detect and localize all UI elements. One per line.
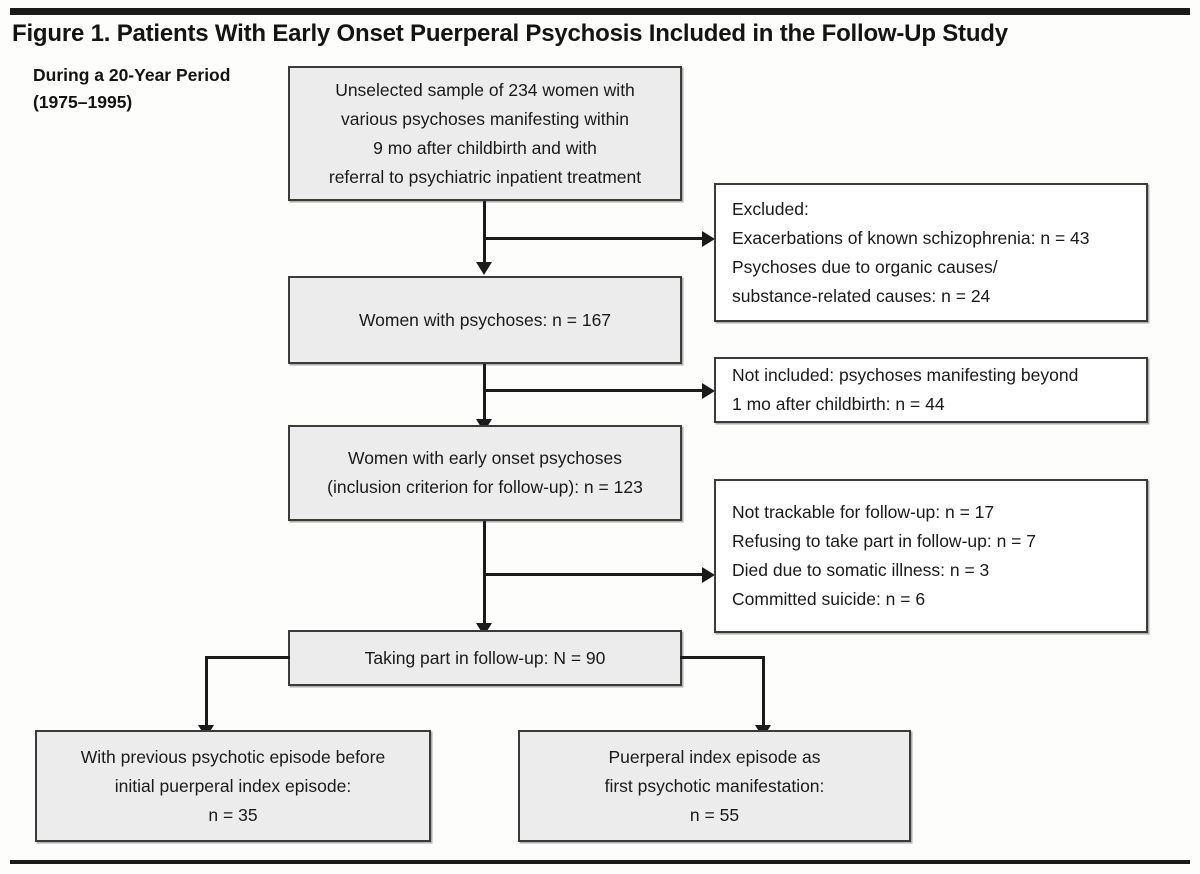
node-sample: Unselected sample of 234 women with vari…: [288, 66, 682, 201]
node-excluded-text: Excluded: Exacerbations of known schizop…: [716, 195, 1090, 311]
connector-sample-to-psychoses: [483, 201, 486, 265]
period-caption-line-2: (1975–1995): [33, 92, 133, 112]
split-right-vertical: [762, 656, 765, 730]
node-excluded-line-1: Excluded:: [732, 198, 809, 219]
node-excluded-line-2: Exacerbations of known schizophrenia: n …: [732, 227, 1090, 248]
node-sample-line-4: referral to psychiatric inpatient treatm…: [328, 166, 642, 187]
arrow-to-lost-to-follow-up: [702, 567, 715, 583]
node-early-onset: Women with early onset psychoses (inclus…: [288, 425, 682, 521]
node-not-included: Not included: psychoses manifesting beyo…: [714, 357, 1148, 423]
node-first-manifestation-text: Puerperal index episode as first psychot…: [597, 743, 833, 830]
node-first-manifestation-line-1: Puerperal index episode as: [608, 746, 821, 767]
node-early-onset-text: Women with early onset psychoses (inclus…: [319, 444, 651, 502]
branch-to-not-included: [483, 389, 705, 392]
node-first-manifestation-line-3: n = 55: [689, 804, 740, 825]
node-excluded-line-3: Psychoses due to organic causes/: [732, 256, 998, 277]
node-excluded-line-4: substance-related causes: n = 24: [732, 285, 991, 306]
node-lost-line-3: Died due to somatic illness: n = 3: [732, 560, 990, 580]
node-previous-episode-text: With previous psychotic episode before i…: [73, 743, 393, 830]
split-left-horizontal: [205, 656, 290, 659]
node-follow-up: Taking part in follow-up: N = 90: [288, 630, 682, 686]
connector-psychoses-to-early-onset: [483, 364, 486, 422]
node-lost-line-4: Committed suicide: n = 6: [732, 589, 926, 609]
node-psychoses-text: Women with psychoses: n = 167: [351, 306, 619, 335]
node-excluded: Excluded: Exacerbations of known schizop…: [714, 183, 1148, 322]
node-previous-episode: With previous psychotic episode before i…: [35, 730, 431, 842]
node-follow-up-line-1: Taking part in follow-up: N = 90: [364, 647, 606, 668]
node-psychoses-line-1: Women with psychoses: n = 167: [358, 309, 612, 330]
node-lost-line-1: Not trackable for follow-up: n = 17: [732, 502, 995, 522]
node-psychoses: Women with psychoses: n = 167: [288, 276, 682, 364]
split-left-vertical: [205, 656, 208, 730]
node-early-onset-line-2: (inclusion criterion for follow-up): n =…: [327, 477, 643, 497]
node-sample-line-2: various psychoses manifesting within: [341, 108, 629, 129]
node-sample-line-3: 9 mo after childbirth and with: [373, 137, 597, 158]
node-previous-episode-line-2: initial puerperal index episode:: [114, 775, 352, 796]
arrow-sample-to-psychoses: [476, 262, 492, 275]
split-right-horizontal: [680, 656, 765, 659]
node-early-onset-line-1: Women with early onset psychoses: [348, 448, 622, 468]
node-previous-episode-line-1: With previous psychotic episode before: [80, 746, 386, 767]
node-first-manifestation: Puerperal index episode as first psychot…: [518, 730, 911, 842]
node-not-included-line-2: 1 mo after childbirth: n = 44: [732, 394, 945, 414]
node-previous-episode-line-3: n = 35: [208, 804, 258, 825]
arrow-to-not-included: [702, 383, 715, 399]
node-not-included-text: Not included: psychoses manifesting beyo…: [716, 361, 1078, 419]
period-caption-line-1: During a 20-Year Period: [33, 65, 231, 85]
node-lost-to-follow-up: Not trackable for follow-up: n = 17 Refu…: [714, 479, 1148, 633]
branch-to-lost-to-follow-up: [483, 573, 705, 576]
node-first-manifestation-line-2: first psychotic manifestation:: [604, 775, 825, 796]
page-title: Figure 1. Patients With Early Onset Puer…: [12, 20, 1008, 47]
bottom-rule: [10, 860, 1190, 864]
arrow-to-excluded: [702, 231, 715, 247]
branch-to-excluded: [483, 237, 705, 240]
node-sample-line-1: Unselected sample of 234 women with: [335, 79, 635, 100]
node-not-included-line-1: Not included: psychoses manifesting beyo…: [732, 365, 1079, 385]
node-sample-text: Unselected sample of 234 women with vari…: [321, 76, 649, 192]
node-lost-to-follow-up-text: Not trackable for follow-up: n = 17 Refu…: [716, 498, 1036, 614]
period-caption: During a 20-Year Period (1975–1995): [33, 62, 283, 116]
node-follow-up-text: Taking part in follow-up: N = 90: [357, 644, 614, 673]
node-lost-line-2: Refusing to take part in follow-up: n = …: [732, 531, 1036, 551]
top-rule: [10, 8, 1190, 15]
